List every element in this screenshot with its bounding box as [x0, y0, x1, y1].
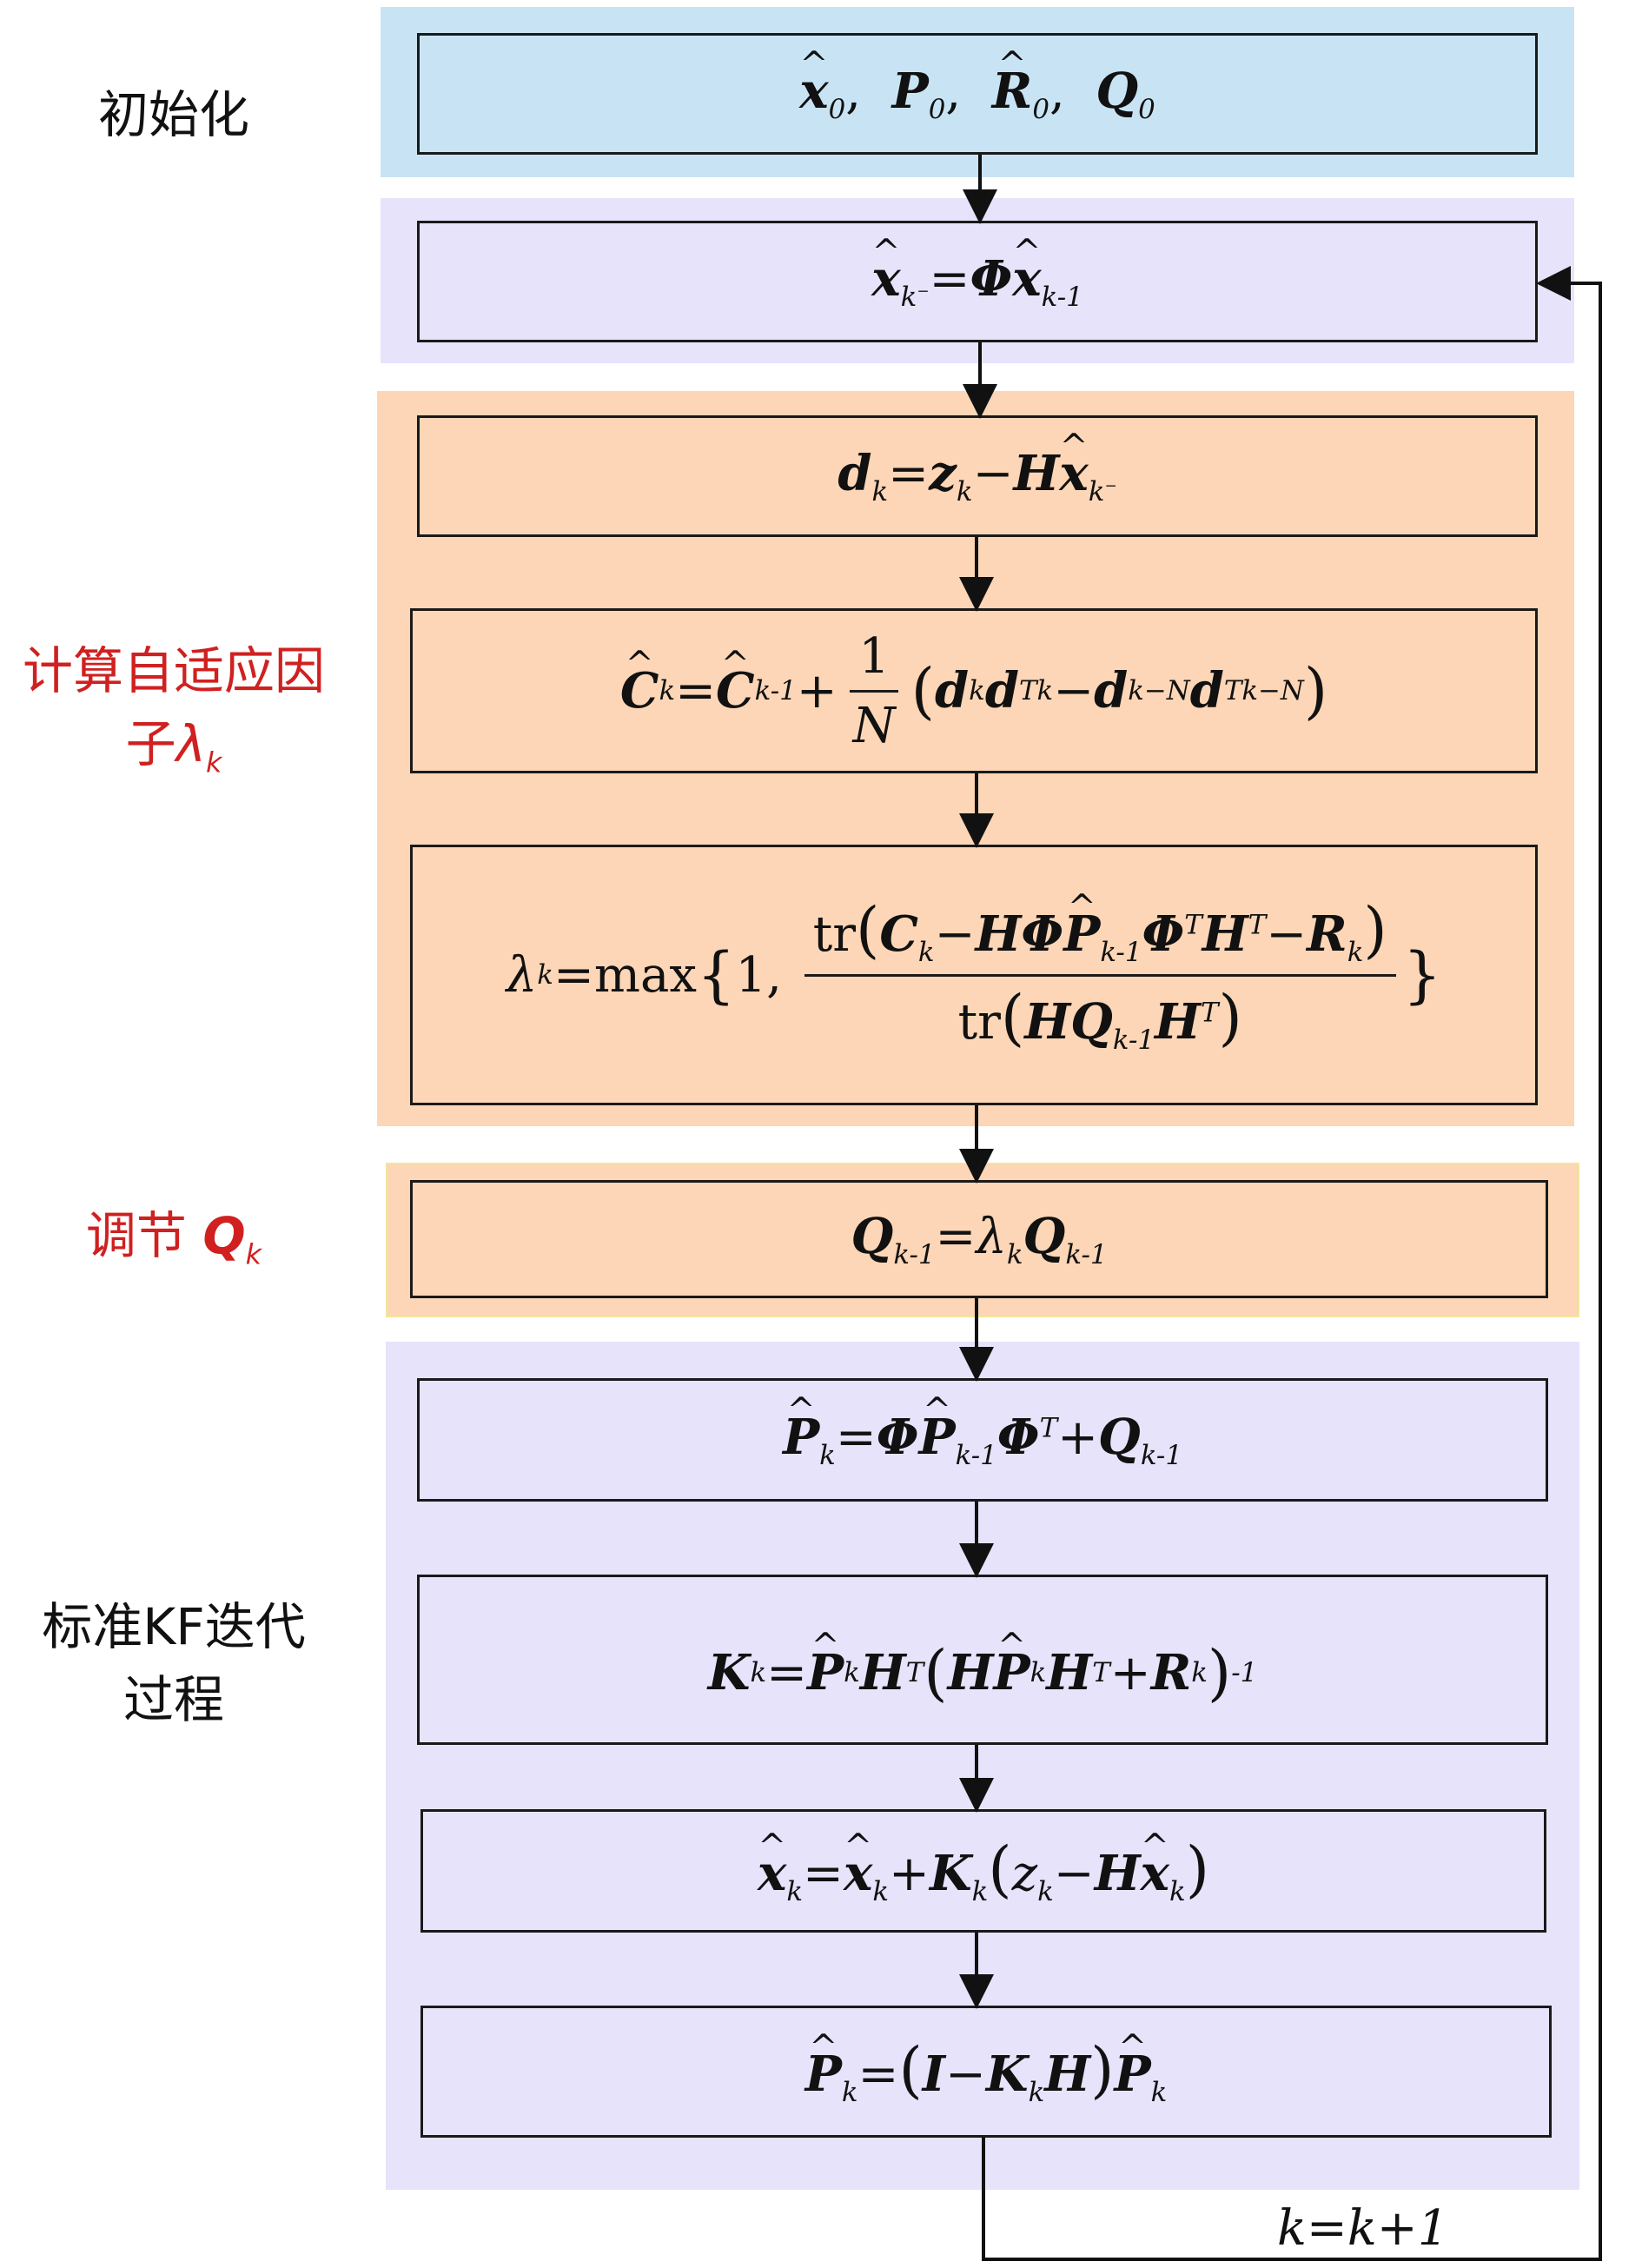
box-adjust-q: Qk-1=λkQk-1: [410, 1180, 1548, 1298]
stage-label-adaptive: 计算自适应因 子λk: [22, 641, 325, 779]
stage-label-init: 初始化: [97, 85, 249, 144]
fraction-lambda: tr(Ck−HΦPk-1ΦTHT−Rk) tr(HQk-1HT): [804, 894, 1396, 1056]
box-predict-state: xk−=Φxk-1: [417, 221, 1538, 342]
box-update-cov: Pk=(I−KkH)Pk: [420, 2006, 1552, 2138]
stage-label-kf: 标准KF迭代 过程: [42, 1597, 306, 1730]
loop-label: k=k+1: [1277, 2200, 1449, 2257]
stage-label-adjust: 调节 Qk: [85, 1206, 262, 1271]
box-init: x0, P0, R0, Q0: [417, 33, 1538, 155]
box-innovation: dk=zk−Hxk−: [417, 415, 1538, 537]
loop-back-arrow: [982, 266, 1602, 2261]
box-predict-cov: Pk=ΦPk-1ΦT+Qk-1: [417, 1378, 1548, 1502]
